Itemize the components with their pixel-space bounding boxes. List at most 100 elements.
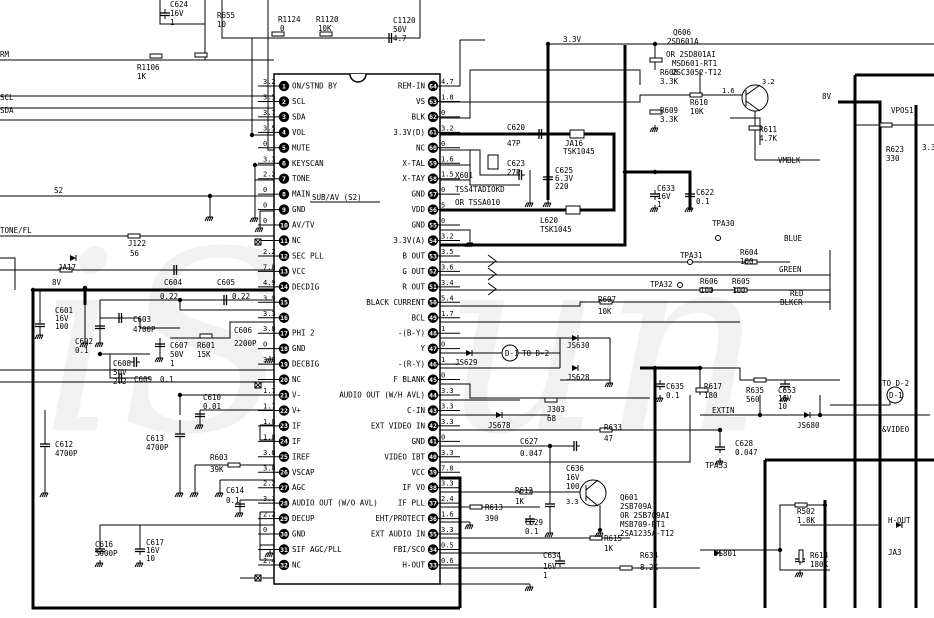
pin-label: NC (292, 560, 301, 569)
r612-value: 1K (515, 497, 525, 506)
pin-number: 29 (280, 515, 288, 523)
tpa32-label: TPA32 (650, 280, 673, 289)
pin-number: 53 (429, 252, 437, 260)
r634-value: 8.2K (640, 563, 659, 572)
pin-voltage: 3.5 (263, 93, 276, 101)
r617-value: 180 (704, 391, 718, 400)
pin-voltage: 3.3 (441, 387, 454, 395)
pin-voltage: 3.3 (263, 310, 276, 318)
c635-value: 0.1 (666, 391, 680, 400)
pin-voltage: 1.7 (441, 310, 454, 318)
pin-label: BLK (411, 112, 425, 121)
c610-name: C610 (203, 393, 222, 402)
pin-voltage: 3.3 (441, 480, 454, 488)
pin-voltage: 2.4 (263, 557, 276, 565)
pin-number: 36 (429, 515, 437, 523)
pin-label: SCL (292, 97, 306, 106)
r635-value: 560 (746, 395, 760, 404)
js628-label: JS628 (567, 373, 590, 382)
pin-voltage: 0 (441, 372, 445, 380)
c624-volt: 16V (170, 9, 184, 18)
c623-value: 27P (507, 168, 521, 177)
q606-type: 2SD601A (667, 37, 699, 46)
c613-name: C613 (146, 434, 164, 443)
pin-number: 63 (429, 98, 437, 106)
q601-alt1: OR 2SB709AI (620, 511, 670, 520)
pin-voltage: 0 (263, 202, 267, 210)
r633-name: R633 (604, 423, 622, 432)
c633-name: C633 (657, 184, 675, 193)
r618-name: R618 (810, 551, 829, 560)
d1-right-label: D-1 (889, 391, 903, 400)
ja3-label: JA3 (888, 548, 902, 557)
r623-name: R623 (886, 145, 904, 154)
pin-number: 20 (280, 376, 288, 384)
js801-label: JS801 (714, 549, 737, 558)
c601-volt: 16V (55, 314, 69, 323)
to-d2-left: TO D-2 (522, 349, 549, 358)
r601-name: R601 (197, 341, 215, 350)
pin-number: 7 (282, 175, 286, 183)
pin-voltage: 1.7 (263, 402, 276, 410)
pin-voltage: 3.4 (441, 279, 454, 287)
pin-voltage: 2.4 (441, 495, 454, 503)
ja16-label: JA16 (565, 139, 584, 148)
r606-name: R606 (700, 277, 719, 286)
pin-number: 35 (429, 530, 437, 538)
c1120-volt: 50V (393, 25, 407, 34)
pin-voltage: 1 (441, 356, 445, 364)
pin-label: Y (420, 344, 425, 353)
c614-name: C614 (226, 486, 245, 495)
pin-number: 6 (282, 160, 286, 168)
r608-name: R608 (660, 68, 679, 77)
pin-label: GND (292, 344, 306, 353)
pin-number: 1 (282, 82, 286, 90)
pin-voltage: 1.8 (263, 418, 276, 426)
crystal-type: TSS4TADIOKD (455, 185, 505, 194)
pin-number: 17 (280, 330, 288, 338)
pin-label: 3.3V(A) (393, 236, 425, 245)
pin-number: 45 (429, 376, 437, 384)
c617-cap: 10 (146, 554, 156, 563)
pin-label: -(R-Y) (398, 360, 425, 369)
q606-base-voltage: 1.6 (722, 87, 735, 95)
tone-fl-label: TONE/FL (0, 226, 32, 235)
r615-name: R615 (604, 534, 622, 543)
r601-value: 15K (197, 350, 211, 359)
vmblk-label: VMBLK (778, 156, 801, 165)
pin-label: G OUT (402, 267, 425, 276)
c602-value: 0.1 (75, 346, 89, 355)
c628-value: 0.047 (735, 448, 758, 457)
c623-name: C623 (507, 159, 525, 168)
pin-number: 9 (282, 206, 286, 214)
pin-number: 46 (429, 360, 437, 368)
r603-value: 39K (210, 465, 224, 474)
pin-number: 47 (429, 345, 437, 353)
c634-cap: 1 (543, 571, 548, 580)
r635-name: R635 (746, 386, 764, 395)
pin-voltage: 0 (441, 140, 445, 148)
pin-label: IREF (292, 452, 311, 461)
tsk1045-a: TSK1045 (563, 147, 595, 156)
pin-label: DECDIG (292, 282, 320, 291)
scl-label: SCL (0, 93, 14, 102)
js678-label: JS678 (488, 421, 511, 430)
r502-name: R502 (797, 507, 815, 516)
